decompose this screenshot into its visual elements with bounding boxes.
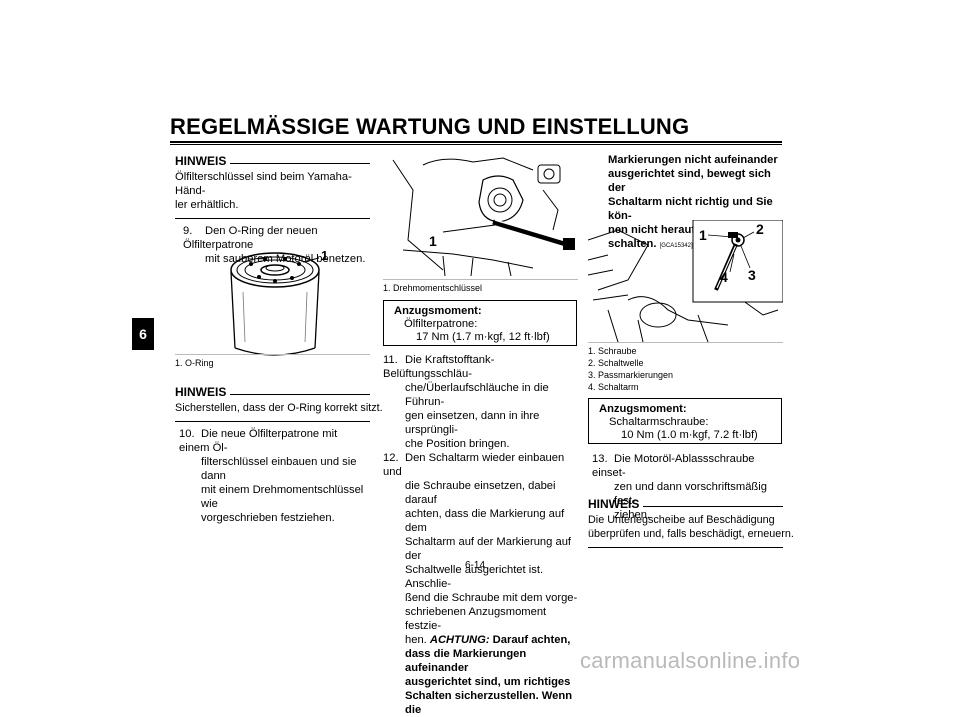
step-number: 9. xyxy=(183,225,193,237)
note-heading: HINWEIS xyxy=(588,497,640,511)
step-line: Schaltarm auf der Markierung auf der xyxy=(405,536,572,562)
figure-caption: 1. O-Ring xyxy=(175,358,214,368)
caption-line: 2. Schaltwelle xyxy=(588,358,644,368)
chapter-tab: 6 xyxy=(132,318,154,350)
title-rule-thin xyxy=(170,144,782,145)
step-13: 13.Die Motoröl-Ablassschraube einset- ze… xyxy=(592,452,787,522)
step-number: 11. xyxy=(383,354,398,366)
oil-filter-figure: 1 xyxy=(215,240,345,362)
step-line: hen. xyxy=(405,634,430,646)
callout-4: 4 xyxy=(720,269,728,285)
figure-caption: 1. Drehmomentschlüssel xyxy=(383,283,483,293)
figure-callout: 1 xyxy=(429,233,437,249)
caution-line: schalten. xyxy=(608,238,657,250)
caution-text: Darauf achten, xyxy=(489,634,571,646)
caption-rule xyxy=(588,342,783,343)
step-line: ziehen. xyxy=(614,509,651,521)
caution-code: [GCA15342] xyxy=(659,243,693,249)
step-line: Die Kraftstofftank-Belüftungsschläu- xyxy=(383,354,495,380)
callout-3: 3 xyxy=(748,267,756,283)
torque-wrench-figure: 1 xyxy=(383,150,578,278)
oil-filter-illustration: 1 xyxy=(230,248,328,356)
torque-value: 17 Nm (1.7 m·kgf, 12 ft·lbf) xyxy=(416,331,550,343)
step-10: 10.Die neue Ölfilterpatrone mit einem Öl… xyxy=(175,427,370,525)
caption-line: 1. Schraube xyxy=(588,346,637,356)
step-11: 11.Die Kraftstofftank-Belüftungsschläu- … xyxy=(383,353,581,451)
middle-steps: 11.Die Kraftstofftank-Belüftungsschläu- … xyxy=(383,353,581,717)
caution-start: hen. ACHTUNG: Darauf achten, xyxy=(383,633,581,647)
note-2-header: HINWEIS xyxy=(175,385,370,399)
note-line: ler erhältlich. xyxy=(175,199,239,211)
torque-spec-box: Anzugsmoment: Schaltarmschraube: 10 Nm (… xyxy=(588,398,782,444)
callout-2: 2 xyxy=(756,221,764,237)
note-rule xyxy=(230,394,370,395)
step-line: che/Überlaufschläuche in die Führun- xyxy=(405,382,549,408)
caution-label: ACHTUNG: xyxy=(429,634,490,646)
torque-value: 10 Nm (1.0 m·kgf, 7.2 ft·lbf) xyxy=(621,429,758,441)
note-heading: HINWEIS xyxy=(175,154,227,168)
torque-wrench-illustration: 1 xyxy=(392,157,575,277)
note-end-rule xyxy=(175,421,370,422)
step-line: achten, dass die Markierung auf dem xyxy=(405,508,565,534)
step-line: Den O-Ring der neuen Ölfilterpatrone xyxy=(183,225,318,251)
caution-line: Schalten sicherzustellen. Wenn die xyxy=(405,690,573,716)
note-line: Die Unterlegscheibe auf Beschädigung xyxy=(588,514,775,526)
left-column-lower: HINWEIS Sicherstellen, dass der O-Ring k… xyxy=(175,385,383,525)
step-line: Schaltwelle ausgerichtet ist. Anschlie- xyxy=(405,564,544,590)
step-line: schriebenen Anzugsmoment festzie- xyxy=(405,606,547,632)
shift-arm-illustration: 1 2 3 4 xyxy=(588,220,783,342)
note-line: überprüfen und, falls beschädigt, erneue… xyxy=(588,528,794,540)
note-3: HINWEIS Die Unterlegscheibe auf Beschädi… xyxy=(588,497,794,548)
torque-label: Anzugsmoment: xyxy=(599,403,687,415)
note-1-text: Ölfilterschlüssel sind beim Yamaha-Händ-… xyxy=(175,170,370,212)
step-12: 12.Den Schaltarm wieder einbauen und die… xyxy=(383,451,581,717)
torque-item: Ölfilterpatrone: xyxy=(404,318,478,330)
caution-line: Markierungen nicht aufeinander xyxy=(608,154,778,166)
step-line: che Position bringen. xyxy=(405,438,510,450)
note-end-rule xyxy=(588,547,783,548)
step-line: Den Schaltarm wieder einbauen und xyxy=(383,452,565,478)
figure-callout: 1 xyxy=(321,248,328,263)
note-3-text: Die Unterlegscheibe auf Beschädigung übe… xyxy=(588,513,794,541)
step-line: gen einsetzen, dann in ihre ursprüngli- xyxy=(405,410,540,436)
shift-arm-figure: 1 2 3 4 xyxy=(588,220,783,342)
torque-item: Schaltarmschraube: xyxy=(609,416,709,428)
step-line: Die neue Ölfilterpatrone mit einem Öl- xyxy=(179,428,338,454)
caption-rule xyxy=(175,354,370,355)
note-rule xyxy=(230,163,370,164)
torque-spec-box: Anzugsmoment: Ölfilterpatrone: 17 Nm (1.… xyxy=(383,300,577,346)
step-number: 12. xyxy=(383,452,399,464)
title-rule xyxy=(170,141,782,143)
page-title: REGELMÄSSIGE WARTUNG UND EINSTELLUNG xyxy=(170,114,690,139)
caution-line: ausgerichtet sind, bewegt sich der xyxy=(608,168,771,194)
caution-line: Schaltarm nicht richtig und Sie kön- xyxy=(608,196,773,222)
note-rule xyxy=(643,506,783,507)
caption-line: 4. Schaltarm xyxy=(588,382,639,392)
caption-line: 3. Passmarkierungen xyxy=(588,370,674,380)
step-line: Die Motoröl-Ablassschraube einset- xyxy=(592,453,755,479)
watermark: carmanualsonline.info xyxy=(580,648,801,673)
torque-label: Anzugsmoment: xyxy=(394,305,482,317)
callout-1: 1 xyxy=(699,227,707,243)
note-heading: HINWEIS xyxy=(175,385,227,399)
note-end-rule xyxy=(175,218,370,219)
caption-rule xyxy=(383,279,578,280)
step-line: die Schraube einsetzen, dabei darauf xyxy=(405,480,556,506)
caution-line: dass die Markierungen aufeinander xyxy=(405,648,527,674)
page-number: 6-14 xyxy=(465,560,486,571)
step-line: zen und dann vorschriftsmäßig fest- xyxy=(614,481,767,507)
note-line: Ölfilterschlüssel sind beim Yamaha-Händ- xyxy=(175,171,352,197)
caution-line: ausgerichtet sind, um richtiges xyxy=(405,676,571,688)
step-number: 13. xyxy=(592,453,608,465)
note-3-header: HINWEIS xyxy=(588,497,783,511)
note-2-text: Sicherstellen, dass der O-Ring korrekt s… xyxy=(175,402,383,414)
step-line: vorgeschrieben festziehen. xyxy=(201,512,335,524)
step-number: 10. xyxy=(179,428,195,440)
step-line: mit einem Drehmomentschlüssel wie xyxy=(201,484,364,510)
step-line: ßend die Schraube mit dem vorge- xyxy=(405,592,578,604)
note-1-header: HINWEIS xyxy=(175,154,370,168)
step-line: filterschlüssel einbauen und sie dann xyxy=(201,456,357,482)
figure-captions: 1. Schraube 2. Schaltwelle 3. Passmarkie… xyxy=(588,345,673,393)
